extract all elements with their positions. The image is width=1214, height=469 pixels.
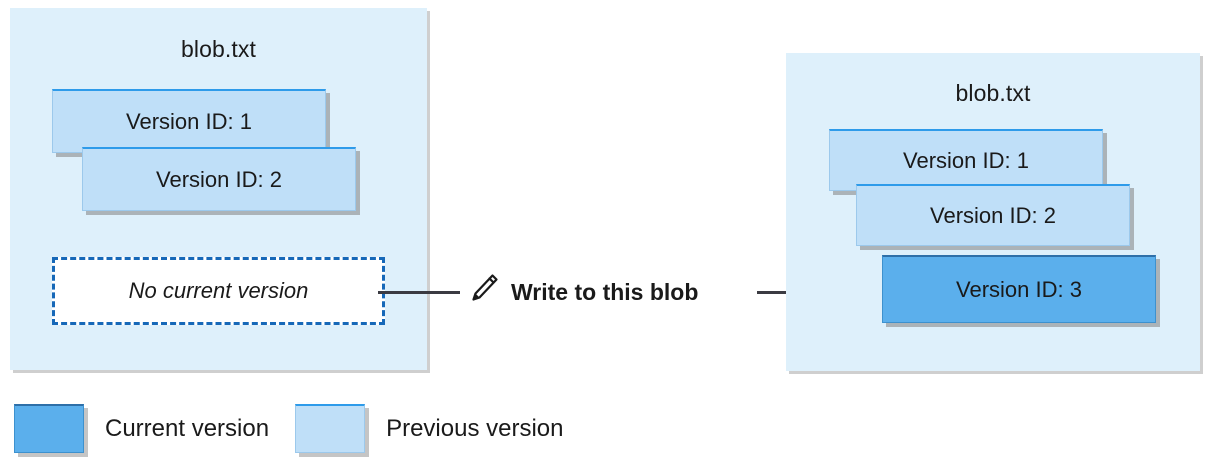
legend: Current version Previous version [14,404,563,453]
version-card-label: Version ID: 1 [126,108,252,134]
version-card-2-right: Version ID: 2 [856,184,1130,246]
blob-panel-after-title: blob.txt [955,80,1031,106]
blob-panel-before: blob.txt Version ID: 1 Version ID: 2 No … [10,8,427,370]
pencil-icon [468,272,500,313]
no-current-version-label: No current version [128,278,309,303]
write-action-group: Write to this blob [468,272,698,313]
version-card-2-left: Version ID: 2 [82,147,356,211]
version-card-3-right: Version ID: 3 [882,255,1156,323]
version-card-label: Version ID: 1 [903,147,1029,173]
legend-swatch-previous-icon [295,404,366,453]
no-current-version-box: No current version [52,257,385,325]
version-card-1-right: Version ID: 1 [829,129,1103,191]
legend-label-current: Current version [105,414,270,442]
version-card-1-left: Version ID: 1 [52,89,326,153]
version-card-label: Version ID: 2 [156,166,282,192]
legend-item-current: Current version [14,404,269,453]
blob-panel-after: blob.txt Version ID: 1 Version ID: 2 Ver… [786,53,1200,371]
legend-item-previous: Previous version [295,404,563,453]
blob-panel-before-title: blob.txt [181,36,256,62]
connector-left-to-action [378,291,460,294]
version-card-label: Version ID: 3 [956,276,1082,302]
version-card-label: Version ID: 2 [930,202,1056,228]
legend-swatch-current-icon [14,404,84,453]
legend-label-previous: Previous version [386,414,564,442]
write-action-label: Write to this blob [511,279,699,305]
